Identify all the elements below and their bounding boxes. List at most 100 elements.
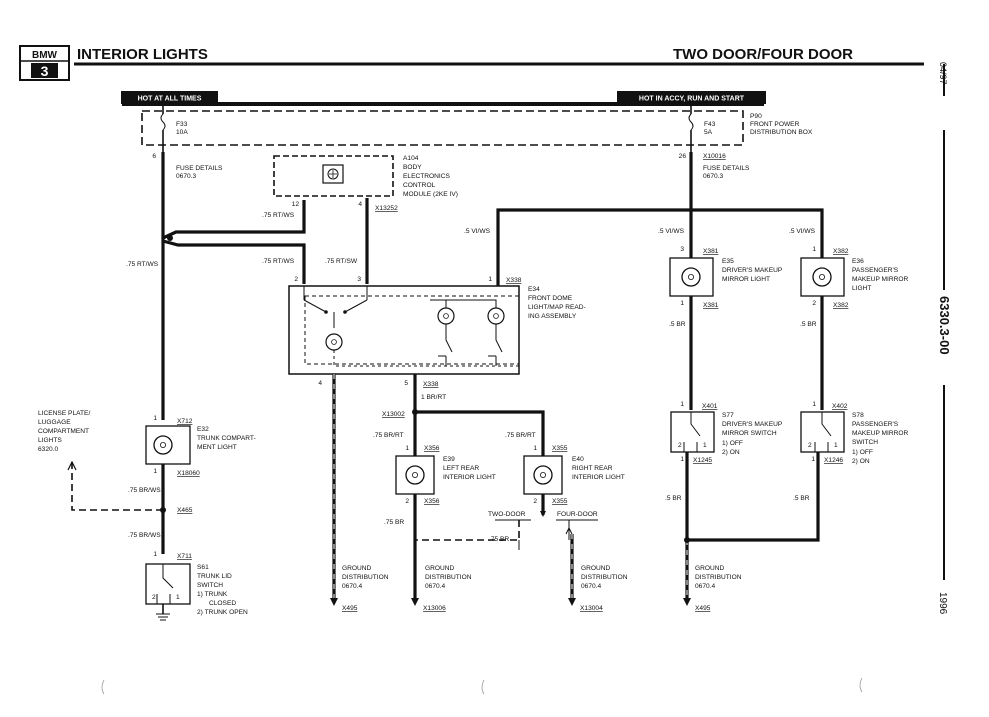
- s77-conn-bot: X1245: [693, 457, 712, 464]
- e35-line2: MIRROR LIGHT: [722, 276, 770, 283]
- e34-pin-5: 5: [404, 380, 408, 387]
- s61-sw-pos1: 1: [176, 594, 180, 601]
- e35-wire-label: .5 VI/WS: [658, 228, 685, 235]
- e32-line1: TRUNK COMPART-: [197, 435, 256, 442]
- e32-pin-bot: 1: [153, 468, 157, 475]
- s77-opt2: 2) ON: [722, 449, 740, 456]
- revision-date: 04/97: [938, 62, 948, 85]
- e39-pin-bot: 2: [405, 498, 409, 505]
- e34-code: E34: [528, 286, 540, 293]
- e39-line1: LEFT REAR: [443, 465, 479, 472]
- ground-4-conn: X495: [695, 605, 711, 612]
- left-feed-wires: .75 RT/WS .75 RT/WS .75 RT/SW: [126, 152, 369, 420]
- left-chain: 1 X712 E32 TRUNK COMPART- MENT LIGHT 1 X…: [38, 410, 256, 621]
- e34-conn-top: X338: [506, 277, 522, 284]
- ground-1-arrow-icon: [330, 598, 338, 606]
- side-margin: 04/97 6330.3-00 1996: [937, 62, 952, 615]
- ground-2-conn: X13006: [423, 605, 446, 612]
- left-splice-x465: X465: [177, 507, 193, 514]
- e35-line1: DRIVER'S MAKEUP: [722, 267, 783, 274]
- fuse-pin-right: 26: [679, 153, 687, 160]
- e32-pin-top: 1: [153, 415, 157, 422]
- ground-4: GROUND DISTRIBUTION 0670.4 X495: [683, 565, 742, 612]
- left-main-wire-label: .75 RT/WS: [126, 261, 159, 268]
- fuse-f33-rating: 10A: [176, 129, 188, 136]
- ground-4-line1: GROUND: [695, 565, 725, 572]
- e39-code: E39: [443, 456, 455, 463]
- e34-pin-4: 4: [318, 380, 322, 387]
- s61-sw-pos2: 2: [152, 594, 156, 601]
- s61-ground-icon: [156, 613, 170, 621]
- e39-line2: INTERIOR LIGHT: [443, 474, 496, 481]
- ground-2: GROUND DISTRIBUTION 0670.4 X13006: [411, 565, 472, 612]
- a104-line1: BODY: [403, 164, 422, 171]
- s78-line2: MAKEUP MIRROR: [852, 430, 909, 437]
- e34-line3: ING ASSEMBLY: [528, 313, 577, 320]
- s61-component-box: [145, 563, 191, 605]
- s61-line2: SWITCH: [197, 582, 223, 589]
- bmw-series-number: 3: [41, 63, 49, 79]
- ground-3: GROUND DISTRIBUTION 0670.4 X13004: [568, 565, 628, 612]
- s61-pin-top: 1: [153, 551, 157, 558]
- ground-3-line2: DISTRIBUTION: [581, 574, 628, 581]
- ground-1: GROUND DISTRIBUTION 0670.4 X495: [330, 565, 389, 612]
- rear-wire-right-label: .75 BR/RT: [505, 432, 536, 439]
- s78-line3: SWITCH: [852, 439, 878, 446]
- left-wire-br2-label: .75 BR/WS: [128, 532, 161, 539]
- e34-wire-pin1-label: .5 VI/WS: [464, 228, 491, 235]
- e34-pin1-feed: .5 VI/WS: [464, 208, 824, 286]
- e36-pin-top: 1: [812, 246, 816, 253]
- ground-2-line1: GROUND: [425, 565, 455, 572]
- e40-pin-bot: 2: [533, 498, 537, 505]
- s77-line1: DRIVER'S MAKEUP: [722, 421, 783, 428]
- e32-lamp-icon: [153, 435, 173, 455]
- ground-4-arrow-icon: [683, 598, 691, 606]
- fuse-f43-symbol: [688, 113, 694, 131]
- e40-code: E40: [572, 456, 584, 463]
- e34-dome-light-assembly: 2 3 1 X338 E34 FRONT DOME LIGHT/MAP READ…: [288, 276, 586, 388]
- ground-1-line1: GROUND: [342, 565, 372, 572]
- s78-component-box: [800, 411, 845, 453]
- a104-pin-12: 12: [292, 201, 300, 208]
- e35-wire-bot-label: .5 BR: [669, 321, 686, 328]
- s61-opt1: 1) TRUNK: [197, 591, 228, 598]
- module-a104: A104 BODY ELECTRONICS CONTROL MODULE (2K…: [262, 155, 458, 219]
- s77-opt1: 1) OFF: [722, 440, 743, 447]
- fuse-f33-label: F33: [176, 121, 188, 128]
- ground-1-line3: 0670.4: [342, 583, 363, 590]
- ground-2-line3: 0670.4: [425, 583, 446, 590]
- ground-1-conn: X495: [342, 605, 358, 612]
- page-code: 6330.3-00: [937, 296, 952, 355]
- e32-code: E32: [197, 426, 209, 433]
- power-banners: HOT AT ALL TIMES HOT IN ACCY, RUN AND ST…: [121, 91, 766, 106]
- ground-3-conn: X13004: [580, 605, 603, 612]
- e34-pin-2: 2: [294, 276, 298, 283]
- p90-line1: FRONT POWER: [750, 121, 800, 128]
- fuse-details-right-2: 0670.3: [703, 173, 724, 180]
- e36-conn-top: X382: [833, 248, 849, 255]
- e34-pin-1: 1: [488, 276, 492, 283]
- e34-conn-bottom: X338: [423, 381, 439, 388]
- s61-line1: TRUNK LID: [197, 573, 232, 580]
- e39-conn-bot: X356: [424, 498, 440, 505]
- a104-wire-12-label: .75 RT/WS: [262, 212, 295, 219]
- rear-wire-left-label: .75 BR/RT: [373, 432, 404, 439]
- e36-wire-bot-label: .5 BR: [800, 321, 817, 328]
- e39-pin-top: 1: [405, 445, 409, 452]
- variant-title: TWO DOOR/FOUR DOOR: [673, 46, 853, 63]
- s61-conn: X711: [177, 553, 192, 560]
- s77-code: S77: [722, 412, 734, 419]
- model-year: 1996: [937, 592, 948, 615]
- e36-wire-label: .5 VI/WS: [789, 228, 816, 235]
- page-title: INTERIOR LIGHTS: [77, 46, 208, 63]
- s78-wire-bot-label: .5 BR: [793, 495, 810, 502]
- license-line5: 6320.0: [38, 446, 59, 453]
- e34-wire-pin5-label: 1 BR/RT: [421, 394, 446, 401]
- ground-3-line1: GROUND: [581, 565, 611, 572]
- fuse-details-left-2: 0670.3: [176, 173, 197, 180]
- rear-lights: 1 X356 E39 LEFT REAR INTERIOR LIGHT 2 X3…: [384, 445, 625, 598]
- e35-lamp-icon: [681, 267, 701, 287]
- ground-3-arrow-icon: [568, 598, 576, 606]
- e36-code: E36: [852, 258, 864, 265]
